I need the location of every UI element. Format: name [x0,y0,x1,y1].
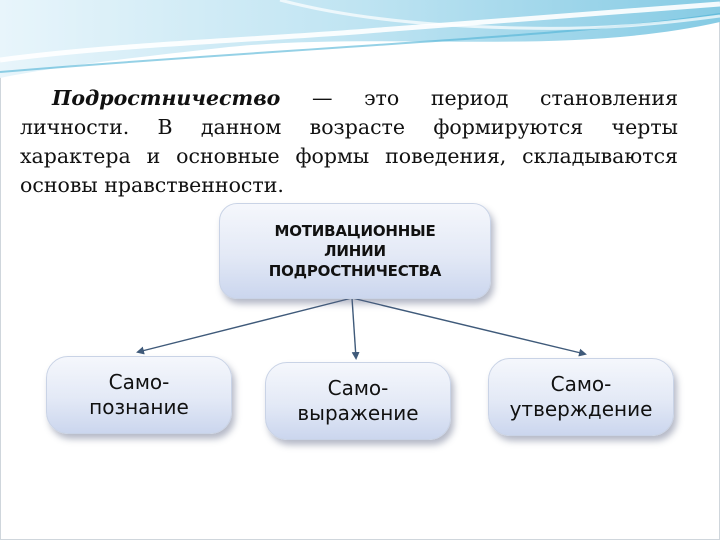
child-node-label: Само- познание [89,370,189,419]
definition-text: — это период становления личности. В дан… [20,86,678,197]
child-node-self-knowledge: Само- познание [46,356,232,434]
decorative-top-band [0,0,720,78]
child-node-self-affirmation: Само- утверждение [488,358,674,436]
root-node-label: МОТИВАЦИОННЫЕ ЛИНИИ ПОДРОСТНИЧЕСТВА [268,222,442,280]
term-label: Подростничество [52,86,281,110]
child-node-label: Само- выражение [297,376,419,425]
root-node-motivational-lines: МОТИВАЦИОННЫЕ ЛИНИИ ПОДРОСТНИЧЕСТВА [219,203,491,299]
child-node-self-expression: Само- выражение [265,362,451,440]
child-node-label: Само- утверждение [509,372,653,421]
definition-paragraph: Подростничество — это период становления… [20,84,678,200]
